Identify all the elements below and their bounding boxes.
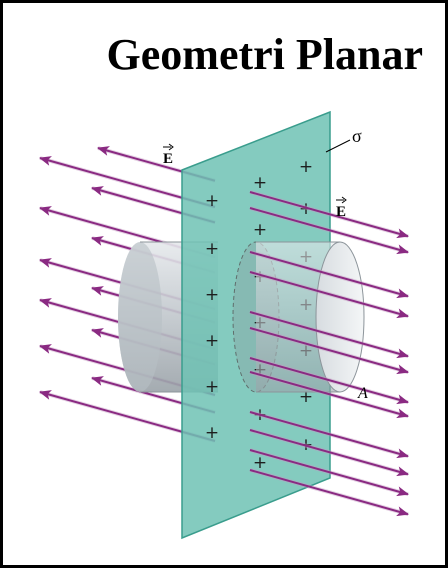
charge-plus-5: + bbox=[205, 239, 219, 259]
svg-text:E: E bbox=[163, 151, 173, 167]
charge-plus-1: + bbox=[253, 173, 267, 193]
field-line-right-10 bbox=[249, 449, 409, 497]
charge-plus-0: + bbox=[299, 157, 313, 177]
charge-plus-19: + bbox=[253, 453, 267, 473]
charge-plus-8: + bbox=[205, 285, 219, 305]
field-label-right: E bbox=[336, 196, 347, 220]
charge-plus-14: + bbox=[205, 377, 219, 397]
charge-plus-4: + bbox=[253, 220, 267, 240]
sigma-leader-line bbox=[325, 139, 351, 153]
cylinder-end-cap bbox=[315, 241, 365, 393]
field-line-right-8 bbox=[249, 411, 409, 459]
field-line-right-11 bbox=[249, 469, 409, 517]
svg-text:E: E bbox=[336, 204, 346, 220]
field-line-right-4 bbox=[249, 311, 409, 359]
field-line-right-5 bbox=[249, 327, 409, 375]
charge-plus-3: + bbox=[299, 199, 313, 219]
field-line-right-7 bbox=[249, 371, 409, 419]
charge-plus-11: + bbox=[205, 331, 219, 351]
page-title: Geometri Planar bbox=[106, 30, 423, 79]
charge-plus-17: + bbox=[205, 423, 219, 443]
field-lines-right bbox=[249, 190, 409, 517]
field-label-left: E bbox=[163, 143, 174, 167]
field-line-right-9 bbox=[249, 429, 409, 477]
field-line-right-0 bbox=[249, 191, 409, 239]
field-line-right-1 bbox=[249, 207, 409, 255]
sigma-label: σ bbox=[352, 126, 362, 146]
charge-plus-2: + bbox=[205, 191, 219, 211]
field-line-right-6 bbox=[249, 357, 409, 405]
area-label: A bbox=[357, 385, 368, 402]
field-line-right-3 bbox=[249, 271, 409, 319]
field-line-right-2 bbox=[249, 251, 409, 299]
